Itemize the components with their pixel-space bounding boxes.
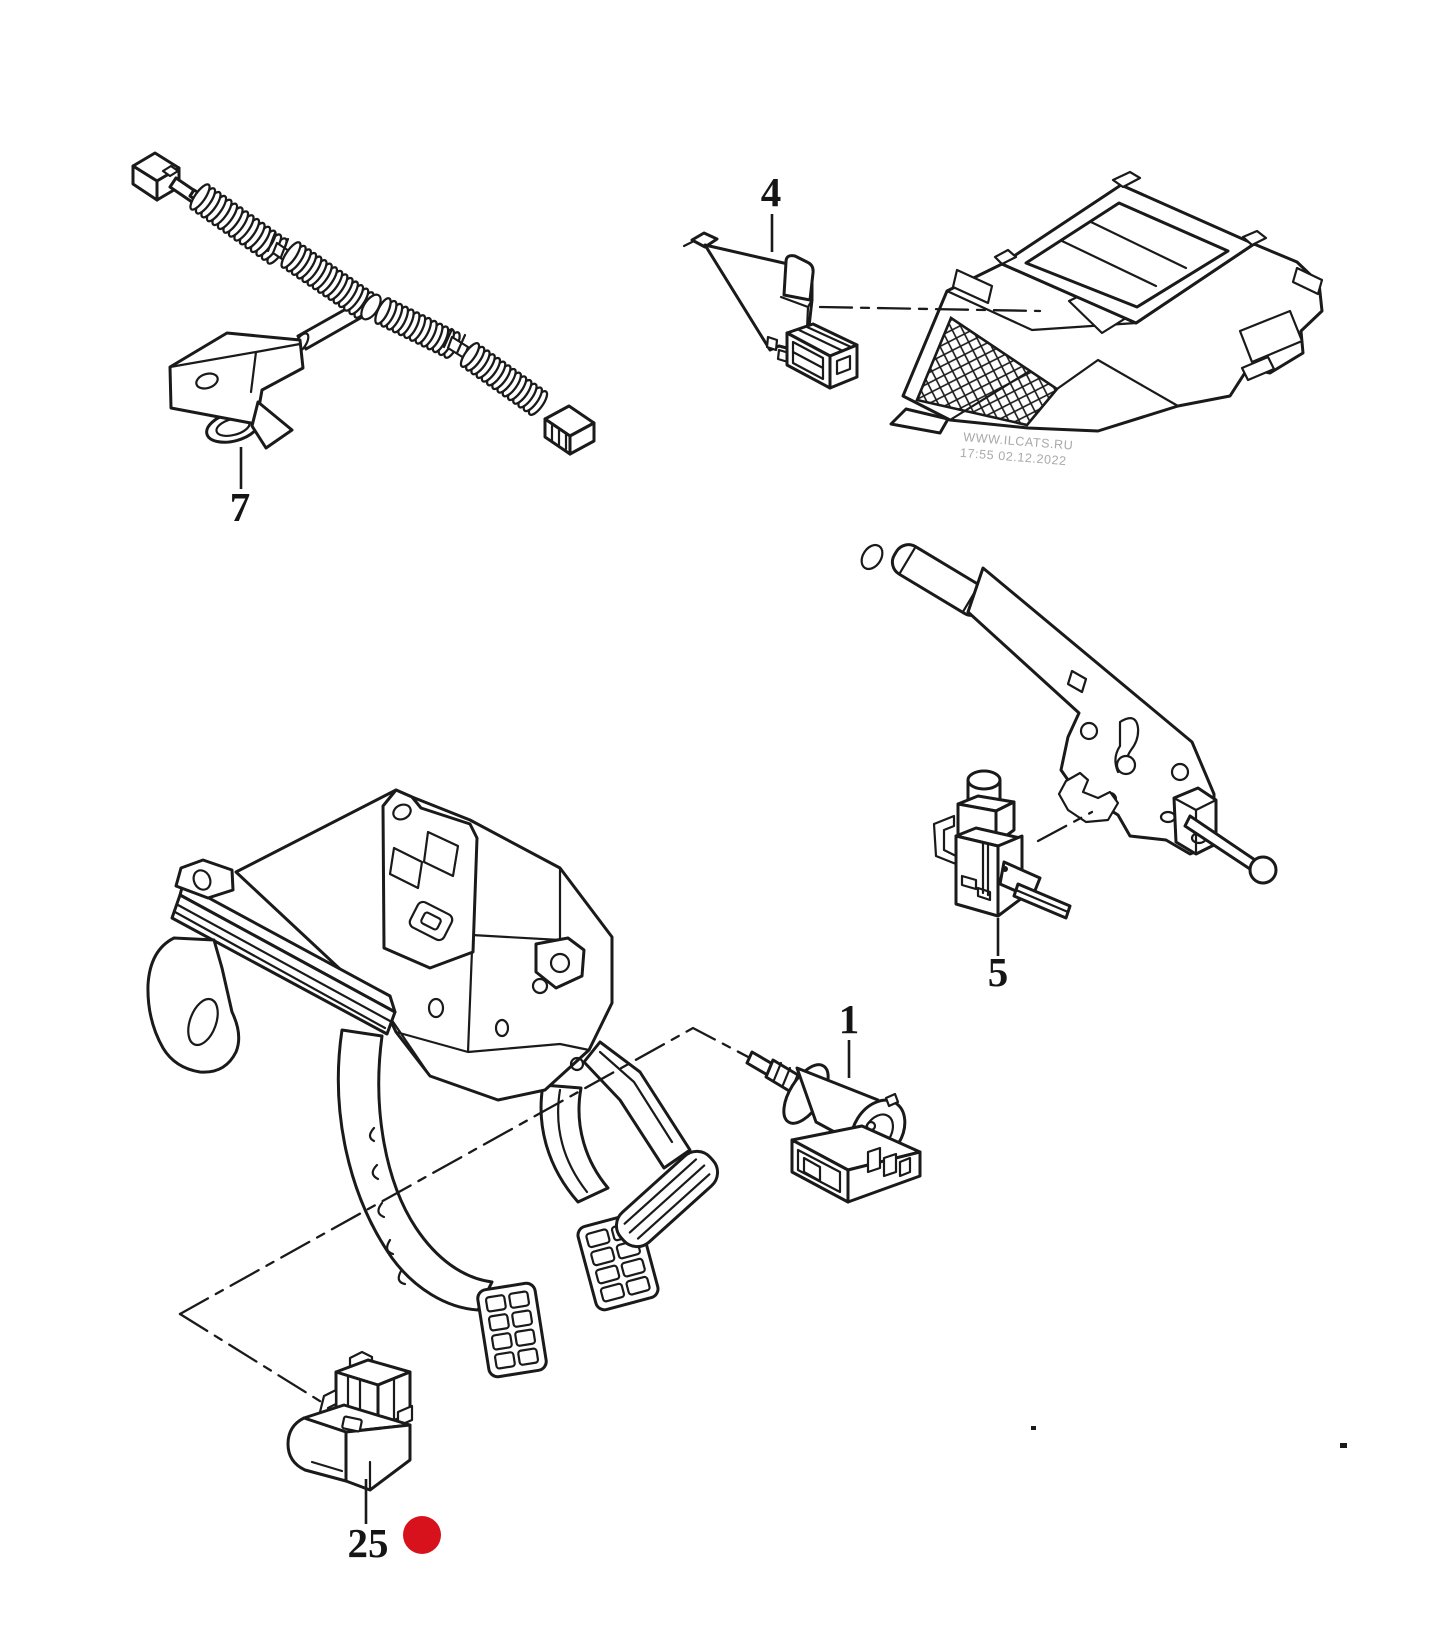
callout-part25: 25 [348, 1479, 389, 1566]
bracket-rail [170, 893, 397, 1036]
callout-label-7: 7 [230, 484, 251, 530]
callout-part7: 7 [230, 447, 251, 530]
handbrake-lever-assembly [860, 543, 1278, 885]
callout-part5: 5 [988, 918, 1009, 995]
part-4-bracket-switch [682, 231, 859, 390]
reference-line-part25 [178, 1312, 325, 1405]
reference-line-part4 [818, 305, 1042, 313]
callout-label-5: 5 [988, 949, 1009, 995]
brake-pedal-arm [539, 1083, 610, 1204]
clutch-pedal-pad [476, 1281, 548, 1379]
rod-ball-end [1248, 855, 1278, 885]
switch-body [168, 331, 305, 426]
callouts: 7 4 5 1 25 [230, 169, 1009, 1566]
part-7-switch-cable-assembly [131, 151, 596, 456]
hatched-face [915, 316, 1059, 427]
callout-part4: 4 [761, 169, 782, 252]
selected-part-marker [403, 1516, 441, 1554]
accelerator-pedal-pad [614, 1149, 720, 1249]
part-1-brake-light-switch [745, 1050, 922, 1204]
switch-plunger [966, 769, 1002, 791]
part-5-handbrake-switch [932, 769, 1072, 920]
callout-part1: 1 [839, 996, 860, 1078]
reference-line-part5 [1036, 810, 1094, 843]
pedal-cluster-assembly [146, 788, 720, 1379]
callout-label-1: 1 [839, 996, 860, 1042]
bracket-tower [381, 788, 479, 970]
part-25-clutch-pedal-switch [286, 1350, 414, 1492]
accelerator-arm [582, 1040, 692, 1170]
selector-mechanism-housing [889, 170, 1324, 435]
corrugated-sleeve [189, 183, 288, 265]
callout-label-4: 4 [761, 169, 782, 215]
assembly-reference-lines [178, 305, 1094, 1405]
scan-artifact [1340, 1443, 1347, 1448]
corrugated-sleeve [459, 342, 549, 416]
reference-line-part1 [178, 1026, 754, 1316]
callout-label-25: 25 [348, 1520, 389, 1566]
switch-body [286, 1416, 348, 1483]
scan-artifact [1031, 1426, 1036, 1430]
corrugated-sleeve [374, 297, 461, 359]
watermark: WWW.ILCATS.RU 17:55 02.12.2022 [960, 430, 1074, 468]
